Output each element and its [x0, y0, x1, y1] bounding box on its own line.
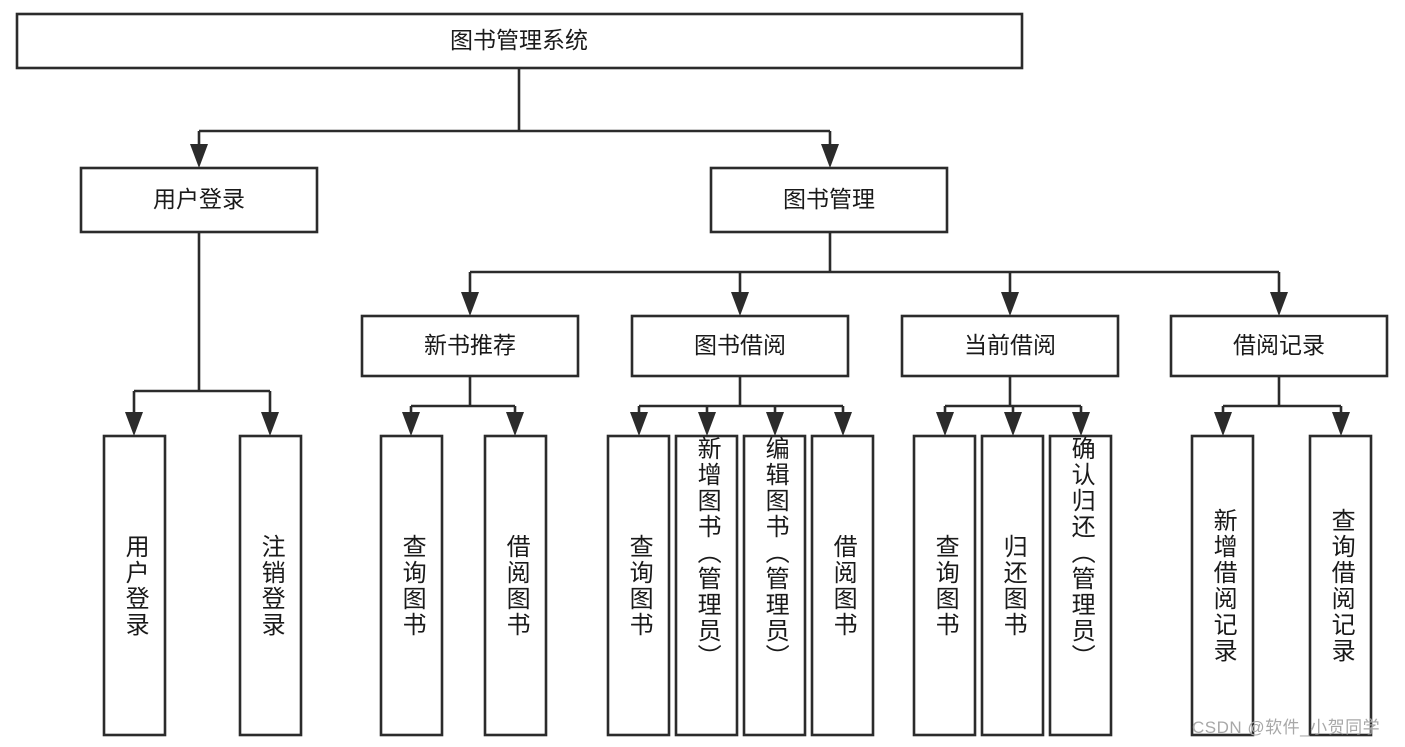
node-current-borrow-label: 当前借阅	[964, 332, 1056, 358]
node-user-login-label: 用户登录	[153, 186, 245, 212]
leaf-node-query-borrow-record[interactable]	[1308, 434, 1373, 737]
leaf-node-query-book-borrow[interactable]	[606, 434, 671, 737]
node-new-book-recommend-label: 新书推荐	[424, 332, 516, 358]
connector-book-borrow-to-leaves	[630, 376, 852, 436]
node-book-management-label: 图书管理	[783, 186, 875, 212]
leaf-node-user-login[interactable]	[102, 434, 167, 737]
leaf-node-confirm-return-admin[interactable]	[1048, 434, 1113, 737]
node-root-label: 图书管理系统	[450, 27, 588, 53]
leaf-node-query-book-current[interactable]	[912, 434, 977, 737]
leaf-node-add-book-admin[interactable]	[674, 434, 739, 737]
connector-root-to-level2	[190, 68, 839, 168]
connector-borrow-record-to-leaves	[1214, 376, 1350, 436]
leaf-node-query-book-recommend[interactable]	[379, 434, 444, 737]
leaf-node-return-book[interactable]	[980, 434, 1045, 737]
leaf-node-add-borrow-record[interactable]	[1190, 434, 1255, 737]
connector-current-borrow-to-leaves	[936, 376, 1090, 436]
leaf-node-logout[interactable]	[238, 434, 303, 737]
leaf-node-borrow-book[interactable]	[810, 434, 875, 737]
node-book-borrow[interactable]: 图书借阅	[630, 314, 850, 378]
connector-level2-to-level3	[461, 232, 1288, 316]
node-book-management[interactable]: 图书管理	[709, 166, 949, 234]
node-new-book-recommend[interactable]: 新书推荐	[360, 314, 580, 378]
leaf-node-borrow-book-recommend[interactable]	[483, 434, 548, 737]
leaf-node-edit-book-admin[interactable]	[742, 434, 807, 737]
node-borrow-record[interactable]: 借阅记录	[1169, 314, 1389, 378]
csdn-watermark: CSDN @软件_小贺同学	[1192, 718, 1381, 737]
node-user-login[interactable]: 用户登录	[79, 166, 319, 234]
node-borrow-record-label: 借阅记录	[1233, 332, 1325, 358]
connector-new-book-to-leaves	[402, 376, 524, 436]
node-current-borrow[interactable]: 当前借阅	[900, 314, 1120, 378]
connector-user-login-to-leaves	[125, 232, 279, 436]
node-root-system[interactable]: 图书管理系统	[15, 12, 1024, 70]
node-book-borrow-label: 图书借阅	[694, 332, 786, 358]
